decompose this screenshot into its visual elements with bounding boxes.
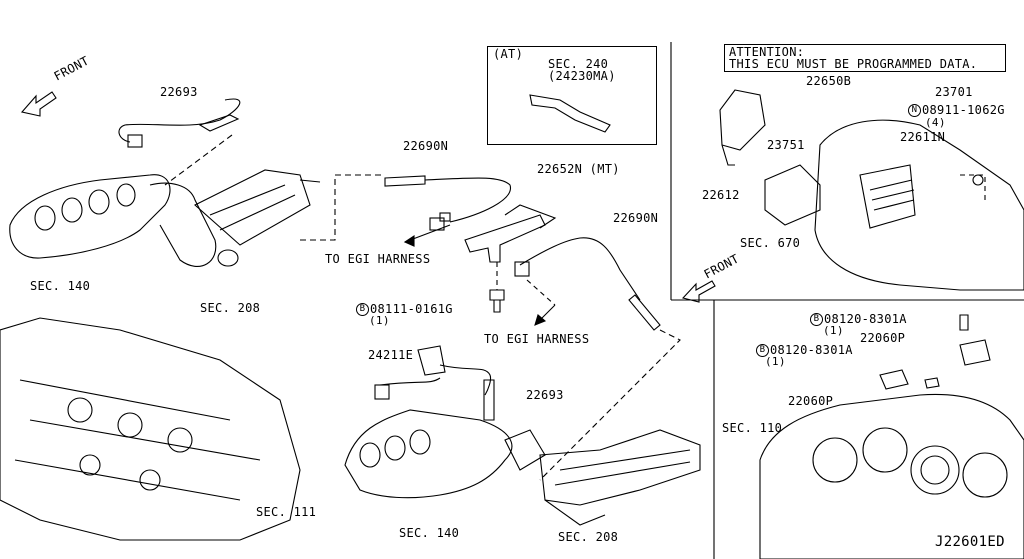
engine-left	[0, 317, 301, 541]
bolt-08120-b-qty: (1)	[765, 355, 786, 368]
front-arrow-icon	[20, 91, 57, 117]
at-tag: (AT)	[493, 47, 524, 61]
attention-line1: ATTENTION:	[729, 45, 805, 59]
sec-140-bot: SEC. 140	[399, 526, 460, 540]
sec-140-top: SEC. 140	[30, 279, 91, 293]
bolt-b-mark: B	[810, 313, 823, 326]
part-22690N-a: 22690N	[403, 139, 449, 153]
bolt-08120-a: 08120-8301A	[824, 312, 907, 326]
part-22652N: 22652N (MT)	[537, 162, 620, 176]
part-22693-bot: 22693	[526, 388, 564, 402]
bolt-b-mark: B	[356, 303, 369, 316]
exhaust-manifold-top	[9, 169, 321, 267]
at-sec-240: SEC. 240	[548, 57, 609, 71]
nut-08911: 08911-1062G	[922, 103, 1005, 117]
to-egi-harness-1: TO EGI HARNESS	[325, 252, 431, 266]
part-23751: 23751	[767, 138, 805, 152]
part-23701: 23701	[935, 85, 973, 99]
part-22612: 22612	[702, 188, 740, 202]
part-22060P-b: 22060P	[788, 394, 834, 408]
bolt-08120-b: 08120-8301A	[770, 343, 853, 357]
part-22693-top: 22693	[160, 85, 198, 99]
exhaust-manifold-bottom	[344, 409, 701, 526]
at-box	[487, 46, 657, 145]
sec-111: SEC. 111	[256, 505, 317, 519]
ecu-assembly	[719, 89, 1024, 291]
diagram-code: J22601ED	[935, 534, 1005, 550]
bolt-08111-qty: (1)	[369, 314, 390, 327]
bolt-08111: 08111-0161G	[370, 302, 453, 316]
attention-line2: THIS ECU MUST BE PROGRAMMED DATA.	[729, 57, 978, 71]
sec-110: SEC. 110	[722, 421, 783, 435]
nut-08911-qty: (4)	[925, 116, 946, 129]
sec-208-bot: SEC. 208	[558, 530, 619, 544]
attention-box	[724, 44, 1006, 72]
part-22611N: 22611N	[900, 130, 946, 144]
part-22650B: 22650B	[806, 74, 852, 88]
bolt-08120-a-qty: (1)	[823, 324, 844, 337]
nut-n-mark: N	[908, 104, 921, 117]
engine-block-right	[759, 314, 1024, 559]
front-arrow-icon	[681, 280, 716, 303]
part-22690N-b: 22690N	[613, 211, 659, 225]
at-part: (24230MA)	[548, 69, 616, 83]
sec-208-top: SEC. 208	[200, 301, 261, 315]
part-22060P-a: 22060P	[860, 331, 906, 345]
bolt-b-mark: B	[756, 344, 769, 357]
to-egi-harness-2: TO EGI HARNESS	[484, 332, 590, 346]
part-24211E: 24211E	[368, 348, 414, 362]
sec-670: SEC. 670	[740, 236, 801, 250]
